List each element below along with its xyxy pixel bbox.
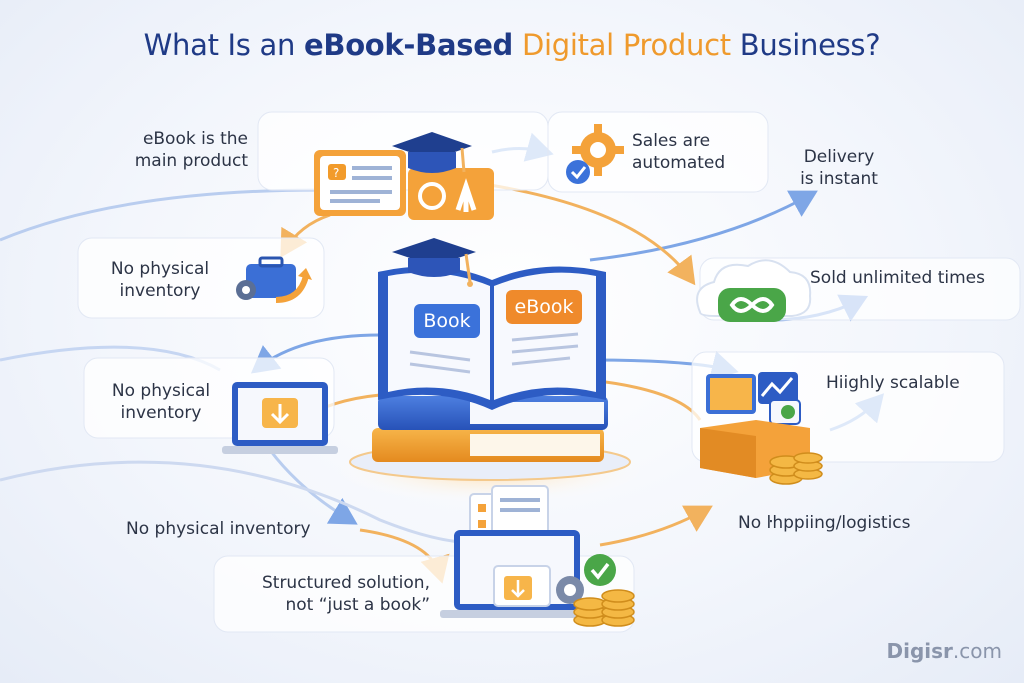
label-no-inventory-3: No physical inventory (126, 518, 386, 540)
label-no-inventory-3-a: No physical (126, 519, 230, 539)
label-structured-solution: Structured solution, not “just a book” (220, 572, 430, 616)
ebook-screens-illustration: ? (314, 132, 494, 220)
toolbox-icon (236, 256, 312, 303)
title-part-4: Business? (730, 28, 881, 62)
title-part-3: Digital Product (513, 28, 731, 62)
bottom-laptop-documents-icon (440, 485, 635, 627)
box-scaling-icon (700, 372, 823, 485)
arrow-top-to-delivery (589, 190, 818, 262)
arrow-bottom-to-shipping (599, 505, 713, 547)
label-no-inventory-2: No physical inventory (111, 381, 211, 423)
central-book-illustration (330, 238, 650, 504)
laptop-download-icon (222, 382, 338, 454)
label-no-inventory-3-b: inventory (229, 519, 311, 539)
cloud-infinity-icon (696, 259, 812, 322)
label-delivery-instant: Delivery is instant (800, 147, 878, 189)
arrow-top-to-cloud (489, 183, 696, 286)
card-sales (547, 111, 769, 193)
footer-brand-name: Digisr (886, 639, 953, 663)
label-sold-unlimited: Sold unlimited times (810, 268, 985, 288)
label-structured-c: not “just a book” (285, 595, 430, 615)
label-main-product: eBook is the main product (134, 129, 248, 171)
label-no-inventory-1: No physical inventory (110, 259, 210, 301)
page-title: What Is an eBook-Based Digital Product B… (0, 28, 1024, 62)
label-highly-scalable-text: Hiighly scalable (826, 373, 960, 393)
svg-text:?: ? (333, 166, 339, 180)
arrow-left-sweep (0, 188, 321, 242)
label-structured-b: solution, (357, 573, 430, 593)
book-tag: Book (414, 304, 480, 338)
label-structured-a: Structured (261, 573, 358, 593)
title-part-1: What Is an (143, 28, 305, 62)
gear-check-icon (566, 124, 624, 184)
label-no-shipping: No ŀhppiing/logistics (738, 513, 911, 533)
label-sales-automated: Sales are automated (632, 131, 726, 173)
ebook-tag: eBook (506, 290, 582, 324)
footer-brand-suffix: .com (952, 639, 1002, 663)
title-part-2: eBook-Based (304, 28, 514, 62)
footer-brand: Digisr.com (887, 639, 1002, 663)
label-highly-scalable: Hiighly scalable (826, 372, 1006, 394)
